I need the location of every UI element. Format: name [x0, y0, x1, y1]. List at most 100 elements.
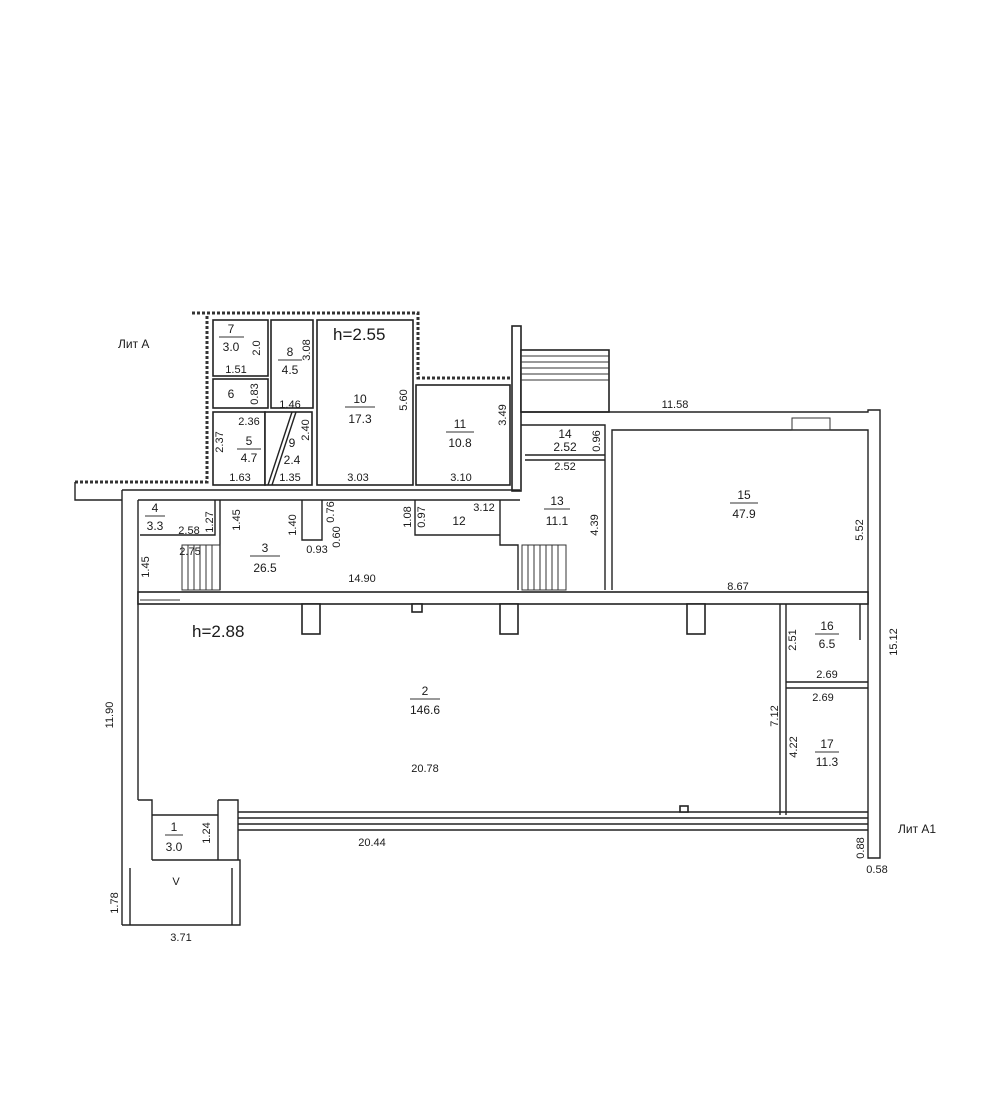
svg-text:20.44: 20.44	[358, 837, 386, 849]
svg-text:0.96: 0.96	[591, 430, 603, 451]
svg-text:3.10: 3.10	[450, 472, 471, 484]
svg-text:0.83: 0.83	[249, 383, 261, 404]
room-7	[212, 319, 269, 377]
svg-text:9: 9	[289, 436, 296, 450]
svg-text:0.93: 0.93	[306, 544, 327, 556]
svg-text:3.49: 3.49	[497, 404, 509, 425]
svg-text:2.36: 2.36	[238, 416, 259, 428]
svg-text:13: 13	[550, 494, 564, 508]
room-10	[316, 319, 414, 486]
svg-text:14.90: 14.90	[348, 573, 376, 585]
svg-text:11.90: 11.90	[104, 702, 116, 729]
svg-text:V: V	[172, 876, 180, 888]
exterior-stair	[520, 349, 610, 413]
svg-text:5.60: 5.60	[398, 389, 410, 410]
svg-text:7: 7	[228, 322, 235, 336]
svg-text:2.51: 2.51	[787, 629, 799, 650]
svg-text:2.69: 2.69	[812, 692, 833, 704]
room-8	[270, 319, 314, 409]
svg-text:0.58: 0.58	[866, 864, 887, 876]
svg-text:2.69: 2.69	[816, 669, 837, 681]
svg-text:11.58: 11.58	[662, 399, 689, 411]
svg-text:10: 10	[353, 392, 367, 406]
svg-text:1.24: 1.24	[201, 822, 213, 843]
svg-text:3.08: 3.08	[301, 339, 313, 360]
svg-text:0.60: 0.60	[331, 526, 343, 547]
svg-text:11.3: 11.3	[816, 755, 839, 769]
svg-text:2.40: 2.40	[300, 419, 312, 440]
svg-text:11: 11	[454, 417, 467, 431]
svg-text:47.9: 47.9	[732, 507, 756, 521]
svg-text:11.1: 11.1	[546, 514, 569, 528]
svg-text:3: 3	[262, 541, 269, 555]
svg-text:17.3: 17.3	[348, 412, 372, 426]
svg-text:1.78: 1.78	[109, 892, 121, 913]
svg-text:1: 1	[171, 820, 178, 834]
svg-text:1.46: 1.46	[279, 399, 300, 411]
corridor-wall-top	[74, 482, 520, 501]
lit-a-label: Лит А	[118, 337, 149, 351]
dimension-labels: 2.0 1.51 3.08 0.83 1.46 2.36 2.37 2.40 1…	[104, 339, 900, 944]
svg-text:2.4: 2.4	[284, 453, 301, 467]
room-6	[212, 378, 269, 409]
ceiling-height-lower: h=2.88	[192, 622, 244, 641]
svg-text:5: 5	[246, 434, 253, 448]
ceiling-height-upper: h=2.55	[333, 325, 385, 344]
svg-text:1.51: 1.51	[225, 364, 246, 376]
svg-text:2.52: 2.52	[554, 461, 575, 473]
svg-text:4.22: 4.22	[788, 736, 800, 757]
svg-text:1.08: 1.08	[402, 506, 414, 527]
wall-column	[511, 325, 522, 492]
svg-text:10.8: 10.8	[448, 436, 472, 450]
upper-block-outline	[75, 311, 512, 484]
svg-text:3.0: 3.0	[166, 840, 183, 854]
svg-text:4: 4	[152, 501, 159, 515]
svg-text:3.0: 3.0	[223, 340, 240, 354]
svg-text:15.12: 15.12	[888, 628, 900, 656]
window	[791, 417, 831, 431]
svg-text:5.52: 5.52	[854, 519, 866, 540]
svg-text:14: 14	[558, 427, 572, 441]
svg-text:2.75: 2.75	[179, 546, 200, 558]
svg-text:1.63: 1.63	[229, 472, 250, 484]
svg-text:0.88: 0.88	[855, 837, 867, 858]
lit-a1-label: Лит А1	[898, 822, 936, 836]
svg-text:0.76: 0.76	[325, 501, 337, 522]
svg-text:1.27: 1.27	[204, 511, 216, 532]
svg-text:2.37: 2.37	[214, 431, 226, 452]
svg-text:1.45: 1.45	[140, 556, 152, 577]
svg-text:1.45: 1.45	[231, 509, 243, 530]
svg-text:3.71: 3.71	[170, 932, 191, 944]
svg-text:4.5: 4.5	[282, 363, 299, 377]
svg-text:7.12: 7.12	[769, 705, 781, 726]
svg-text:3.3: 3.3	[147, 519, 164, 533]
svg-text:16: 16	[820, 619, 834, 633]
svg-text:8: 8	[287, 345, 294, 359]
svg-text:4.39: 4.39	[589, 514, 601, 535]
stair-left	[181, 544, 221, 591]
svg-text:6.5: 6.5	[819, 637, 836, 651]
svg-text:4.7: 4.7	[241, 451, 258, 465]
svg-text:1.35: 1.35	[279, 472, 300, 484]
svg-text:17: 17	[820, 737, 834, 751]
svg-text:146.6: 146.6	[410, 703, 440, 717]
stair-right	[521, 544, 567, 591]
svg-text:8.67: 8.67	[727, 581, 748, 593]
corridor-wall	[137, 591, 869, 605]
svg-text:20.78: 20.78	[411, 763, 439, 775]
room-11	[415, 384, 511, 486]
svg-text:2.58: 2.58	[178, 525, 199, 537]
svg-text:12: 12	[452, 514, 466, 528]
svg-text:2.52: 2.52	[553, 440, 577, 454]
svg-text:2.0: 2.0	[251, 340, 263, 355]
svg-text:15: 15	[737, 488, 751, 502]
svg-text:3.03: 3.03	[347, 472, 368, 484]
svg-text:6: 6	[228, 387, 235, 401]
room-9	[264, 411, 313, 486]
svg-text:3.12: 3.12	[473, 502, 494, 514]
svg-text:2: 2	[422, 684, 429, 698]
svg-text:26.5: 26.5	[253, 561, 277, 575]
svg-text:0.97: 0.97	[416, 506, 428, 527]
